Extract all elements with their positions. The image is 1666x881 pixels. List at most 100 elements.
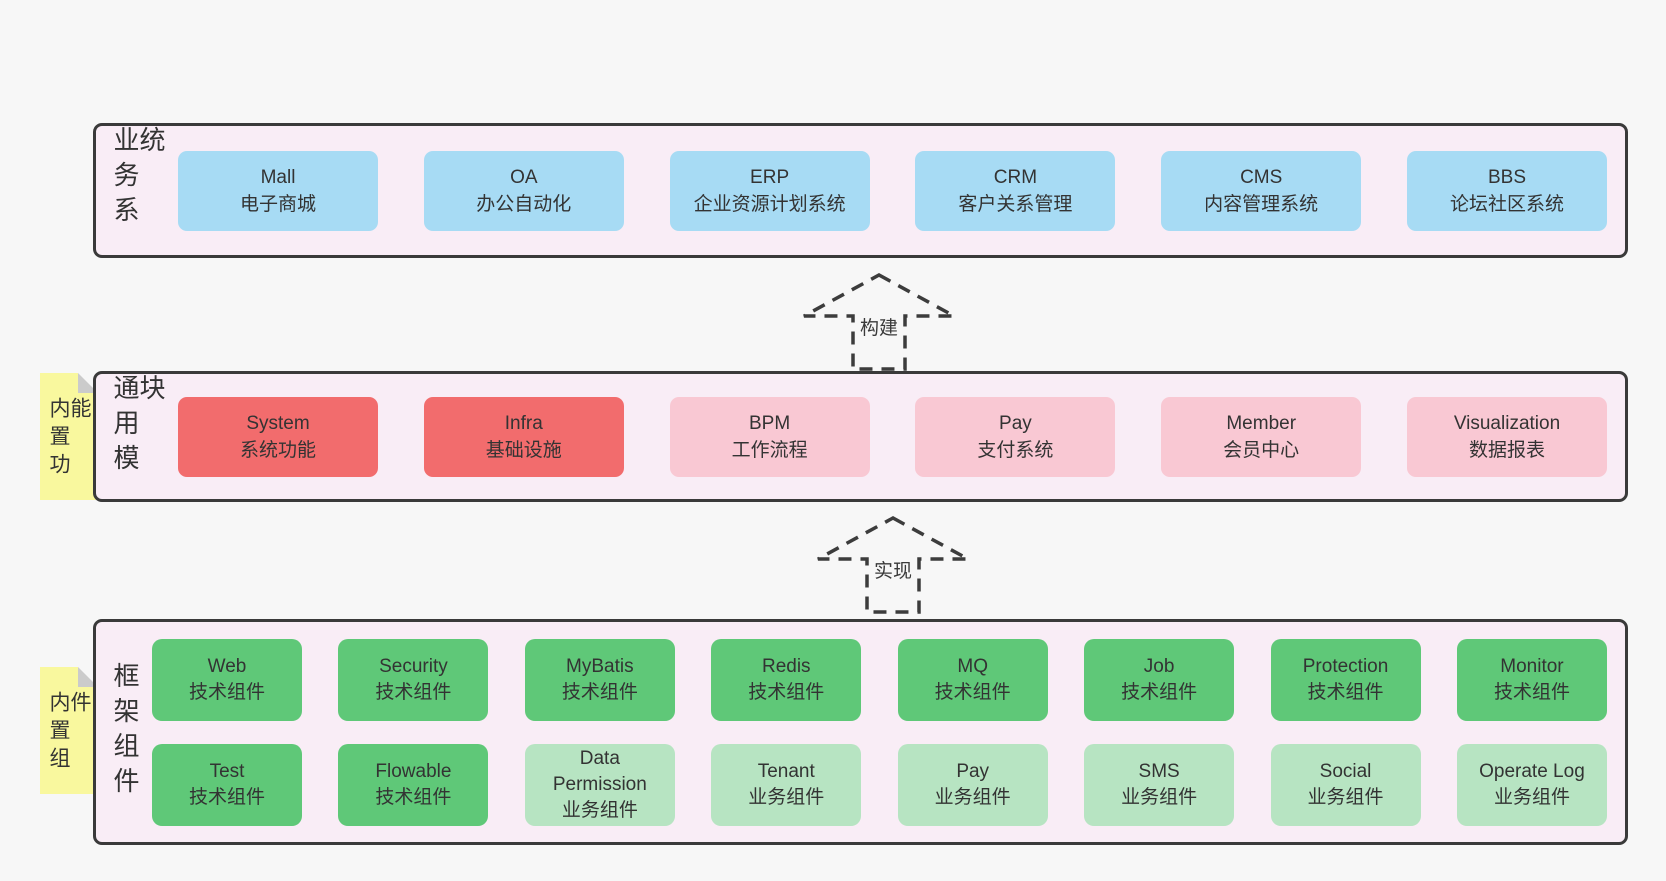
box-subtitle: 技术组件 [188,786,265,808]
framework-components-layer-label: 框架组件 [110,662,140,802]
framework-components-row-1: Web 技术组件 Security 技术组件 MyBatis 技术组件 Redi… [152,638,1607,721]
box-subtitle: 技术组件 [188,681,265,703]
component-box-sms: SMS 业务组件 [1084,743,1235,826]
component-box-test: Test 技术组件 [152,743,302,826]
box-subtitle: 业务组件 [934,786,1011,808]
business-box-cms: CMS 内容管理系统 [1161,150,1362,231]
business-box-crm: CRM 客户关系管理 [915,150,1116,231]
sticky-note-builtin-components: 内置组件 [40,667,98,794]
common-modules-layer: 通用模块 System 系统功能 Infra 基础设施 BPM 工作流程 Pay… [93,371,1628,502]
component-box-security: Security 技术组件 [338,638,489,721]
component-box-job: Job 技术组件 [1084,638,1235,721]
box-subtitle: 技术组件 [375,786,452,808]
box-subtitle: 电子商城 [239,193,316,215]
component-box-monitor: Monitor 技术组件 [1456,638,1607,721]
module-box-system: System 系统功能 [178,396,378,477]
module-box-bpm: BPM 工作流程 [669,396,870,477]
framework-components-layer: 框架组件 Web 技术组件 Security 技术组件 MyBatis 技术组件… [93,619,1628,845]
box-title: Data Permission [552,747,647,795]
component-box-social: Social 业务组件 [1270,743,1421,826]
box-title: Mall [260,166,296,188]
component-box-web: Web 技术组件 [152,638,302,721]
box-title: Flowable [375,760,452,782]
module-box-pay: Pay 支付系统 [915,396,1116,477]
up-arrow-dashed-icon [817,516,969,614]
component-box-mybatis: MyBatis 技术组件 [524,638,675,721]
box-subtitle: 工作流程 [731,439,808,461]
box-title: Protection [1302,655,1389,677]
component-box-tenant: Tenant 业务组件 [711,743,862,826]
box-title: Operate Log [1479,760,1585,782]
box-title: OA [510,166,538,188]
box-subtitle: 技术组件 [1121,681,1198,703]
box-subtitle: 技术组件 [1493,681,1570,703]
business-box-erp: ERP 企业资源计划系统 [669,150,870,231]
box-subtitle: 业务组件 [748,786,825,808]
business-systems-layer: 业务系统 Mall 电子商城 OA 办公自动化 ERP 企业资源计划系统 CRM… [93,123,1628,258]
box-subtitle: 技术组件 [375,681,452,703]
box-subtitle: 论坛社区系统 [1449,193,1564,215]
box-subtitle: 基础设施 [485,439,562,461]
box-subtitle: 业务组件 [1493,786,1570,808]
box-subtitle: 办公自动化 [476,193,572,215]
box-title: Security [379,655,448,677]
module-box-infra: Infra 基础设施 [423,396,624,477]
box-title: SMS [1138,760,1180,782]
component-box-redis: Redis 技术组件 [711,638,862,721]
module-box-member: Member 会员中心 [1161,396,1362,477]
business-box-mall: Mall 电子商城 [178,150,378,231]
box-title: MQ [957,655,988,677]
box-subtitle: 数据报表 [1468,439,1545,461]
component-box-data-permission: Data Permission 业务组件 [524,743,675,826]
box-subtitle: 会员中心 [1223,439,1300,461]
component-box-flowable: Flowable 技术组件 [338,743,489,826]
box-title: Social [1319,760,1372,782]
box-title: CMS [1240,166,1283,188]
box-title: Pay [999,412,1032,434]
box-title: Monitor [1500,655,1564,677]
box-subtitle: 技术组件 [561,681,638,703]
box-subtitle: 内容管理系统 [1204,193,1319,215]
component-box-operate-log: Operate Log 业务组件 [1456,743,1607,826]
component-box-pay: Pay 业务组件 [897,743,1048,826]
box-subtitle: 企业资源计划系统 [693,193,846,215]
build-arrow: 构建 [795,272,963,372]
box-title: CRM [993,166,1038,188]
up-arrow-dashed-icon [803,273,955,371]
box-title: ERP [750,166,790,188]
box-title: Member [1226,412,1297,434]
sticky-note-builtin-features: 内置功能 [40,373,98,500]
box-subtitle: 客户关系管理 [958,193,1073,215]
box-subtitle: 业务组件 [561,799,638,821]
implement-arrow-label: 实现 [870,555,915,584]
business-box-bbs: BBS 论坛社区系统 [1406,150,1607,231]
sticky-note-text: 内置功能 [47,397,91,481]
box-subtitle: 系统功能 [239,439,316,461]
common-modules-layer-label: 通用模块 [110,374,166,479]
module-box-visualization: Visualization 数据报表 [1406,396,1607,477]
component-box-mq: MQ 技术组件 [897,638,1048,721]
box-title: Job [1143,655,1175,677]
framework-components-rows: Web 技术组件 Security 技术组件 MyBatis 技术组件 Redi… [152,638,1607,826]
sticky-note-text: 内置组件 [47,691,91,775]
box-subtitle: 技术组件 [748,681,825,703]
box-subtitle: 技术组件 [1307,681,1384,703]
business-box-oa: OA 办公自动化 [423,150,624,231]
box-title: MyBatis [566,655,634,677]
implement-arrow: 实现 [809,515,977,615]
box-title: Pay [956,760,990,782]
business-systems-layer-label: 业务系统 [110,126,166,231]
box-title: Test [209,760,245,782]
build-arrow-label: 构建 [856,312,901,341]
box-subtitle: 支付系统 [977,439,1054,461]
box-title: Redis [761,655,811,677]
box-title: Infra [504,412,543,434]
box-title: BPM [749,412,791,434]
common-modules-boxes: System 系统功能 Infra 基础设施 BPM 工作流程 Pay 支付系统… [178,396,1607,477]
box-title: BBS [1487,166,1526,188]
box-title: Visualization [1453,412,1561,434]
framework-components-row-2: Test 技术组件 Flowable 技术组件 Data Permission … [152,743,1607,826]
box-title: Tenant [757,760,815,782]
box-subtitle: 业务组件 [1121,786,1198,808]
